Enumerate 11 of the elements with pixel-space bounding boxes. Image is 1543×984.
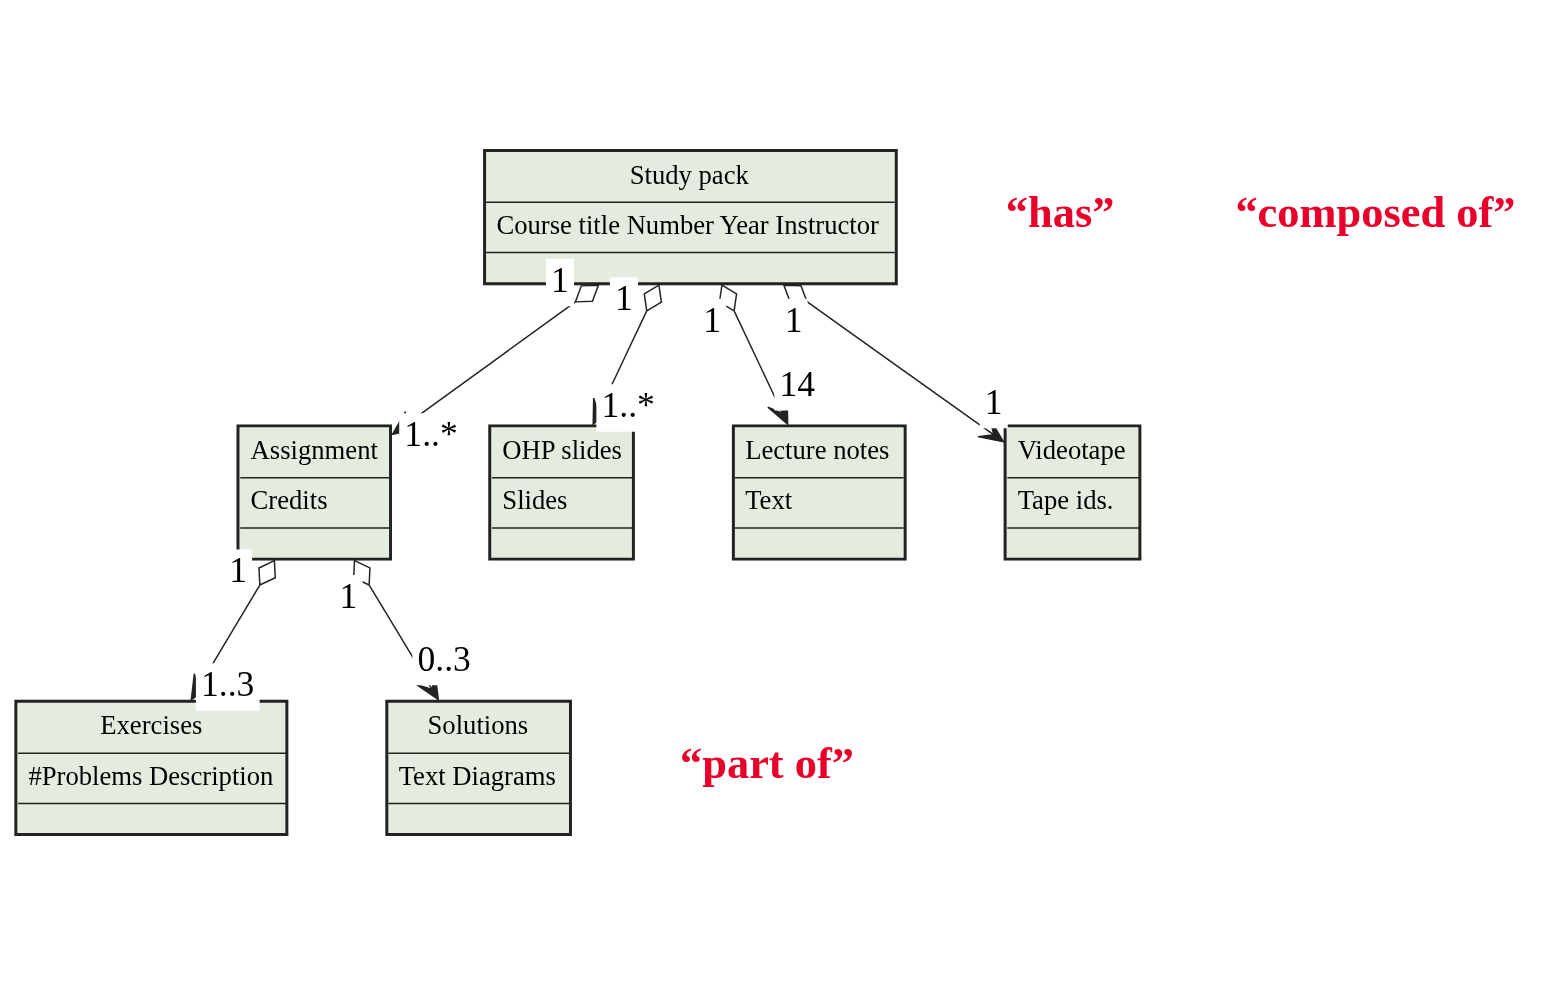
label: 14 bbox=[779, 363, 816, 404]
label: “composed of” bbox=[1235, 186, 1516, 237]
label: 1..* bbox=[601, 384, 655, 425]
label: 1 bbox=[703, 299, 722, 340]
label: “has” bbox=[1005, 186, 1115, 237]
label: 1 bbox=[784, 299, 803, 340]
label: 0..3 bbox=[417, 638, 471, 679]
label: 1 bbox=[339, 575, 358, 616]
label: 1 bbox=[984, 381, 1003, 422]
label: 1..* bbox=[404, 413, 458, 454]
label: “part of” bbox=[680, 737, 854, 788]
